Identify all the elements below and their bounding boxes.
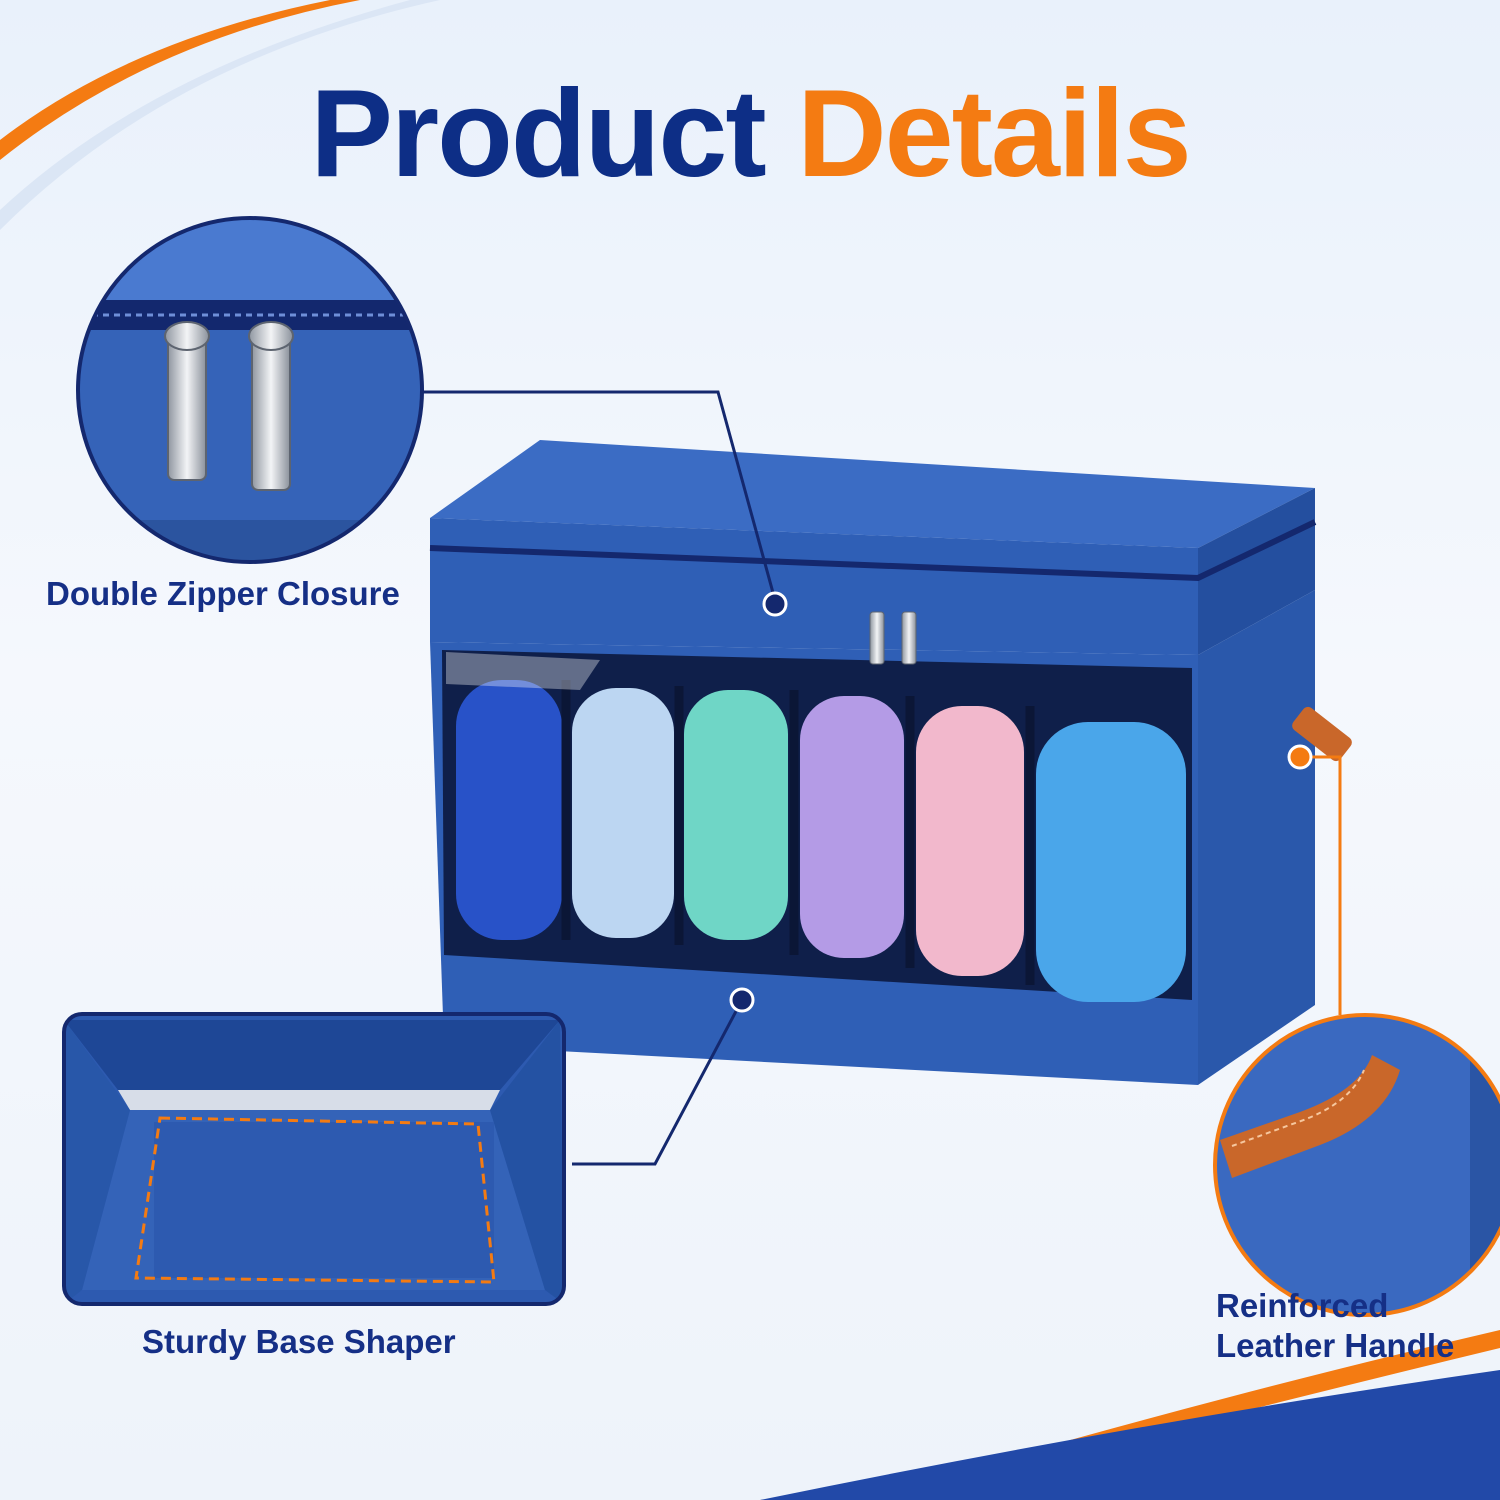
box-zipper-pulls [869,611,917,665]
bottom-right-swoosh-blue [760,1370,1500,1500]
box-leather-handle [1292,706,1352,762]
spool-sky-blue [1036,722,1186,1002]
base-shaper-detail [62,1012,566,1306]
label-double-zipper: Double Zipper Closure [46,575,400,612]
spool-teal [684,690,788,940]
box-lid-side [1198,488,1315,655]
spool-blue [456,680,562,940]
callout-dot-handle [1287,744,1313,770]
callout-dot-zipper [762,591,788,617]
callout-line-handle [1300,755,1342,1015]
window-glare [446,652,600,690]
box-side-panel [1198,590,1315,1085]
storage-box [429,440,1352,1085]
handle-detail-circle [1213,1013,1500,1317]
callout-dot-base [729,987,755,1013]
callout-lines [415,390,777,1166]
label-sturdy-base: Sturdy Base Shaper [142,1323,456,1360]
box-lid-front [430,518,1198,655]
filament-spools [456,680,1186,1002]
spool-pink [916,706,1024,976]
label-leather-handle-line1: Reinforced [1216,1287,1389,1324]
label-leather-handle: Reinforced Leather Handle [1216,1286,1454,1365]
page-title: Product Details [0,72,1500,196]
label-leather-handle-line2: Leather Handle [1216,1326,1455,1364]
zipper-pull-left [167,329,207,481]
zipper-detail-circle [76,216,424,564]
box-lid-top [430,440,1315,548]
title-word-product: Product [310,65,766,203]
spool-lavender [800,696,904,958]
box-zipper-line [429,519,1317,582]
zipper-pull-right [251,329,291,491]
title-word-details: Details [797,65,1192,203]
spool-light-blue [572,688,674,938]
